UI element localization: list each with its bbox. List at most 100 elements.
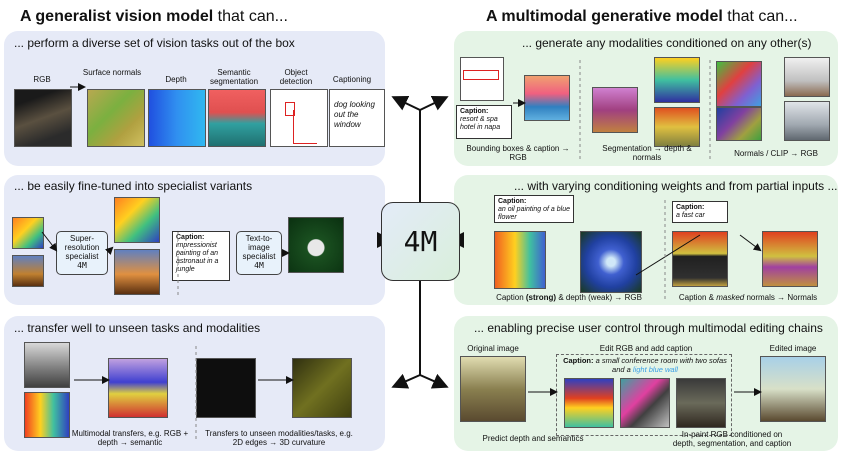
flower-depth-thumb [494,231,546,289]
depth-thumb [148,89,206,147]
label-depth: Depth [165,75,187,84]
astronaut-jungle-thumb [288,217,344,273]
right-header-rest: that can... [722,8,798,25]
specialist-4m-mark: 4M [254,261,264,270]
panel-title: ... perform a diverse set of vision task… [14,36,295,50]
superres-specialist-box: Super-resolution specialist 4M [56,231,108,275]
lowres-rgb-thumb [12,255,44,287]
caption-masked: masked [716,293,745,302]
transfer-caption-2: Transfers to unseen modalities/tasks, e.… [205,429,353,447]
caption-thumb: dog looking out the window [329,89,385,147]
label-surface-normals: Surface normals [82,68,142,77]
predict-caption: Predict depth and semantics [482,434,584,443]
generated-depth-thumb [654,57,700,103]
caption-label: Caption: [460,108,489,115]
edit-caption: Caption: a small conference room with tw… [560,356,730,374]
caption-part: Caption & [678,293,717,302]
blue-flower-thumb [580,231,642,293]
left-header: A generalist vision model that can... [20,8,288,26]
edit-depth-thumb [564,378,614,428]
edited-room-thumb [760,356,826,422]
caption-highlight: light blue wall [632,365,678,374]
room-depth-thumb [24,392,70,438]
panel-title: ... generate any modalities conditioned … [522,36,812,50]
right-header: A multimodal generative model that can..… [486,8,798,26]
caption-part: Caption [496,293,526,302]
label-semantic-segmentation: Semantic segmentation [209,68,259,86]
original-room-thumb [460,356,526,422]
superres-specialist-label: Super-resolution specialist [64,234,100,261]
segmentation-thumb [208,89,266,147]
vision-tasks-panel: ... perform a diverse set of vision task… [4,31,385,166]
caption-part: → RGB [612,293,642,302]
transfer-panel: ... transfer well to unseen tasks and mo… [4,316,385,451]
hires-depth-thumb [114,197,160,243]
caption-label: Caption: [563,356,594,365]
any-to-any-panel: ... generate any modalities conditioned … [454,31,838,166]
caption-text: a fast car [676,212,705,219]
generated-normals-thumb [654,107,700,147]
edit-label: Edit RGB and add caption [599,344,693,353]
right-header-bold: A multimodal generative model [486,8,723,25]
detection-thumb [270,89,328,147]
t2i-specialist-box: Text-to-image specialist 4M [236,231,282,275]
panel-title: ... enabling precise user control throug… [474,321,823,335]
finetune-panel: ... be easily fine-tuned into specialist… [4,175,385,305]
rgb-thumb [14,89,72,147]
partial-caption: Caption & masked normals → Normals [668,293,828,302]
normals-thumb [87,89,145,147]
original-image-label: Original image [467,344,519,353]
inpaint-caption: In-paint RGB conditioned on depth, segme… [672,430,792,448]
4m-model-label: 4M [403,225,438,258]
any-caption-2: Segmentation → depth & normals [602,144,692,162]
any-caption-1: Bounding boxes & caption → RGB [466,144,570,162]
transfer-caption-1: Multimodal transfers, e.g. RGB + depth →… [71,429,189,447]
segmentation-input-thumb [592,87,638,133]
caption-text: a small conference room with two sofas a… [595,356,727,374]
clip-input-thumb [716,107,762,141]
car-normals-thumb [762,231,818,287]
any-caption-3: Normals / CLIP → RGB [734,149,818,158]
flower-caption-box: Caption: an oil painting of a blue flowe… [494,195,574,223]
caption-weak: (weak) [588,293,613,302]
left-header-bold: A generalist vision model [20,8,214,25]
weights-caption: Caption (strong) & depth (weak) → RGB [474,293,664,302]
hires-rgb-thumb [114,249,160,295]
caption-label: Caption: [176,234,205,241]
t2i-caption-box: Caption: impressionist painting of an as… [172,231,230,281]
normals-input-thumb [716,61,762,107]
car-caption-box: Caption: a fast car [672,201,728,223]
caption-label: Caption: [676,204,705,211]
4m-model-box: 4M [381,202,460,281]
conditioning-panel: ... with varying conditioning weights an… [454,175,838,305]
label-rgb: RGB [33,75,51,84]
caption-part: & depth [556,293,589,302]
label-captioning: Captioning [332,75,372,84]
lowres-depth-thumb [12,217,44,249]
caption-text: resort & spa hotel in napa [460,116,501,131]
edited-image-label: Edited image [769,344,817,353]
t2i-specialist-label: Text-to-image specialist [242,234,276,261]
caption-part: normals → Normals [744,293,818,302]
caption-text: an oil painting of a blue flower [498,206,570,221]
left-header-rest: that can... [213,8,288,25]
room-semantic-thumb [108,358,168,418]
room-rgb-thumb [24,342,70,388]
label-object-detection: Object detection [279,68,313,86]
masked-normals-thumb [672,231,728,287]
panel-title: ... be easily fine-tuned into specialist… [14,179,253,193]
edit-semantic-thumb [620,378,670,428]
caption-text: impressionist painting of an astronaut i… [176,242,219,273]
panel-title: ... with varying conditioning weights an… [514,179,838,193]
caption-strong: (strong) [525,293,557,302]
bbox-input-thumb [460,57,504,101]
editing-panel: ... enabling precise user control throug… [454,316,838,451]
resort-caption-box: Caption: resort & spa hotel in napa [456,105,512,139]
specialist-4m-mark: 4M [77,261,87,270]
panel-title: ... transfer well to unseen tasks and mo… [14,321,261,335]
clip-rgb-thumb [784,101,830,141]
curvature-thumb [292,358,352,418]
resort-rgb-thumb [524,75,570,121]
normals-rgb-thumb [784,57,830,97]
